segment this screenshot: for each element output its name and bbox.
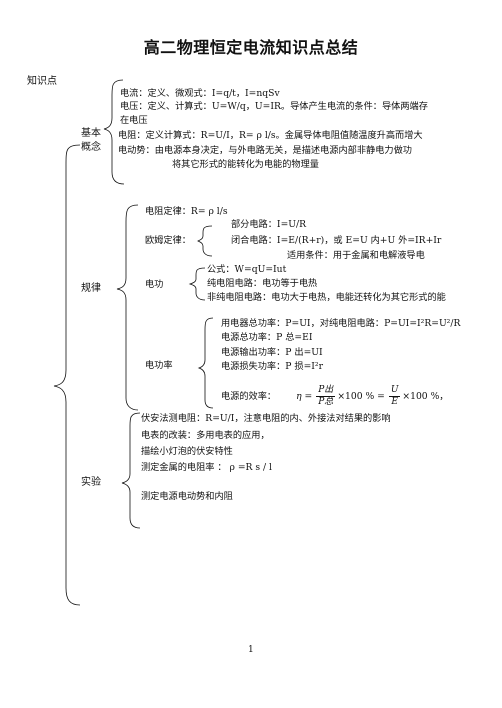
efficiency-denominator-power: P总: [318, 397, 334, 407]
experiment-emf-internal-resistance: 测定电源电动势和内阻: [141, 491, 233, 502]
header-label: 知识点: [27, 76, 57, 87]
basic-label-line1: 基本: [81, 128, 101, 139]
experiment-resistivity: 测定金属的电阻率 ： ρ =R s / l: [141, 462, 272, 473]
rules-label: 规律: [81, 283, 101, 294]
power-source-loss: 电源损失功率：P 损=I²r: [221, 361, 324, 372]
work-label: 电功: [145, 279, 164, 290]
experiment-bulb-characteristic: 描绘小灯泡的伏安特性: [141, 446, 233, 457]
outer-brace: [53, 144, 81, 606]
basic-line-emf: 电动势：由电源本身决定，与外电路无关，是描述电源内部非静电力做功: [118, 145, 412, 156]
work-brace: [188, 267, 206, 301]
basic-line-resistance: 电阻：定义计算式：R=U/I，R= ρ l/s。金属导体电阻值随温度升高而增大: [118, 130, 423, 141]
ohm-closed: 闭合电路：I=E/(R+r)，或 E=U 内+U 外=IR+Ir: [231, 235, 442, 246]
efficiency-eta: η =: [296, 390, 313, 402]
power-brace: [197, 317, 214, 409]
work-pure-resistor: 纯电阻电路：电功等于电热: [207, 278, 318, 289]
ohm-brace: [197, 225, 213, 257]
ohm-partial: 部分电路：I=U/R: [231, 219, 307, 230]
experiments-brace: [121, 412, 141, 529]
page-title: 高二物理恒定电流知识点总结: [143, 38, 359, 57]
resistance-law: 电阻定律：R= ρ l/s: [145, 206, 228, 217]
power-total-device: 用电器总功率：P=UI，对纯电阻电路：P=UI=I²R=U²/R: [221, 318, 461, 329]
efficiency-prefix: 电源的效率：: [221, 390, 277, 402]
rules-brace: [116, 204, 139, 411]
basic-line-voltage-cont: 在电压: [120, 115, 148, 126]
power-label: 电功率: [145, 360, 173, 371]
efficiency-end: ×100 %，: [402, 390, 449, 402]
experiment-meter-modification: 电表的改装：多用电表的应用，: [141, 430, 270, 441]
power-source-total: 电源总功率：P 总=EI: [221, 332, 313, 343]
page-number: 1: [248, 645, 254, 655]
basic-line-voltage: 电压：定义、计算式：U=W/q，U=IR。导体产生电流的条件：导体两端存: [120, 101, 428, 112]
ohm-applicability: 适用条件：用于金属和电解液导电: [287, 250, 425, 261]
efficiency-denominator-voltage: E: [391, 397, 398, 407]
efficiency-mid: ×100 % =: [337, 390, 385, 402]
efficiency-numerator-voltage: U: [388, 385, 401, 397]
basic-line-current: 电流：定义、微观式：I=q/t，I=nqSv: [120, 88, 280, 99]
power-source-output: 电源输出功率：P 出=UI: [221, 347, 323, 358]
efficiency-formula: 电源的效率： η = P出 P总 ×100 % = U E ×100 %，: [221, 385, 449, 408]
work-non-pure-resistor: 非纯电阻电路：电功大于电热，电能还转化为其它形式的能: [207, 292, 446, 303]
basic-label-line2: 概念: [81, 142, 101, 153]
efficiency-fraction-power: P出 P总: [316, 385, 336, 408]
efficiency-fraction-voltage: U E: [388, 385, 401, 408]
basic-line-emf-cont: 将其它形式的能转化为电能的物理量: [172, 159, 319, 170]
efficiency-numerator-power: P出: [316, 385, 336, 397]
work-formula: 公式：W=qU=Iut: [207, 264, 287, 275]
experiment-voltammetry: 伏安法测电阻：R=U/I，注意电阻的内、外接法对结果的影响: [141, 413, 391, 424]
experiments-label: 实验: [81, 477, 101, 488]
ohm-label: 欧姆定律：: [145, 235, 191, 246]
